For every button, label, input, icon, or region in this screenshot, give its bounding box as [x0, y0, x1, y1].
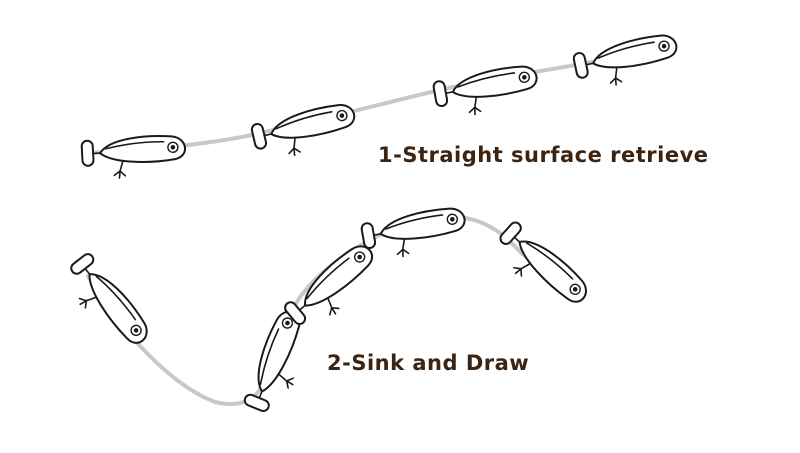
fishing-lure-icon	[80, 133, 188, 181]
label-straight-surface-retrieve: 1-Straight surface retrieve	[378, 143, 709, 167]
fishing-lure-icon	[57, 250, 155, 359]
fishing-lure-icon	[281, 238, 388, 338]
retrieve-line-sink-draw	[86, 215, 527, 406]
label-sink-and-draw: 2-Sink and Draw	[327, 351, 529, 375]
fishing-lure-icon	[241, 306, 319, 419]
fishing-lure-icon	[359, 204, 471, 264]
fishing-lure-icon	[431, 62, 543, 122]
fishing-lure-icon	[487, 218, 594, 320]
